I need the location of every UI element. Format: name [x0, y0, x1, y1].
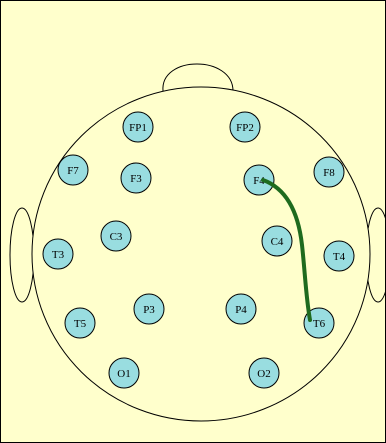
electrode-p4: P4 [226, 294, 256, 324]
electrode-label: F7 [67, 165, 79, 177]
electrode-t5: T5 [65, 308, 95, 338]
electrode-label: C4 [271, 236, 284, 248]
electrode-c3: C3 [101, 221, 131, 251]
head-outline [32, 87, 370, 421]
electrode-t4: T4 [324, 241, 354, 271]
electrode-fp1: FP1 [123, 112, 153, 142]
electrode-label: P3 [143, 304, 155, 316]
left-ear-outline [10, 208, 34, 302]
electrode-f3: F3 [121, 163, 151, 193]
electrode-label: C3 [110, 231, 123, 243]
electrode-label: O2 [257, 368, 270, 380]
electrode-label: O1 [117, 368, 130, 380]
electrode-label: P4 [235, 304, 247, 316]
electrode-label: T6 [313, 318, 326, 330]
electrode-f7: F7 [58, 155, 88, 185]
electrode-label: F8 [323, 167, 335, 179]
electrode-t3: T3 [43, 239, 73, 269]
electrode-c4: C4 [262, 226, 292, 256]
electrode-label: F3 [130, 173, 142, 185]
electrode-f4: F4 [244, 165, 274, 195]
electrode-label: T5 [74, 318, 87, 330]
electrode-fp2: FP2 [230, 112, 260, 142]
electrode-f8: F8 [314, 157, 344, 187]
electrode-o2: O2 [249, 358, 279, 388]
electrode-label: T4 [333, 251, 346, 263]
electrode-label: FP2 [236, 122, 254, 134]
electrode-label: T3 [52, 249, 65, 261]
electrode-label: FP1 [129, 122, 147, 134]
electrode-p3: P3 [134, 294, 164, 324]
electrode-o1: O1 [109, 358, 139, 388]
